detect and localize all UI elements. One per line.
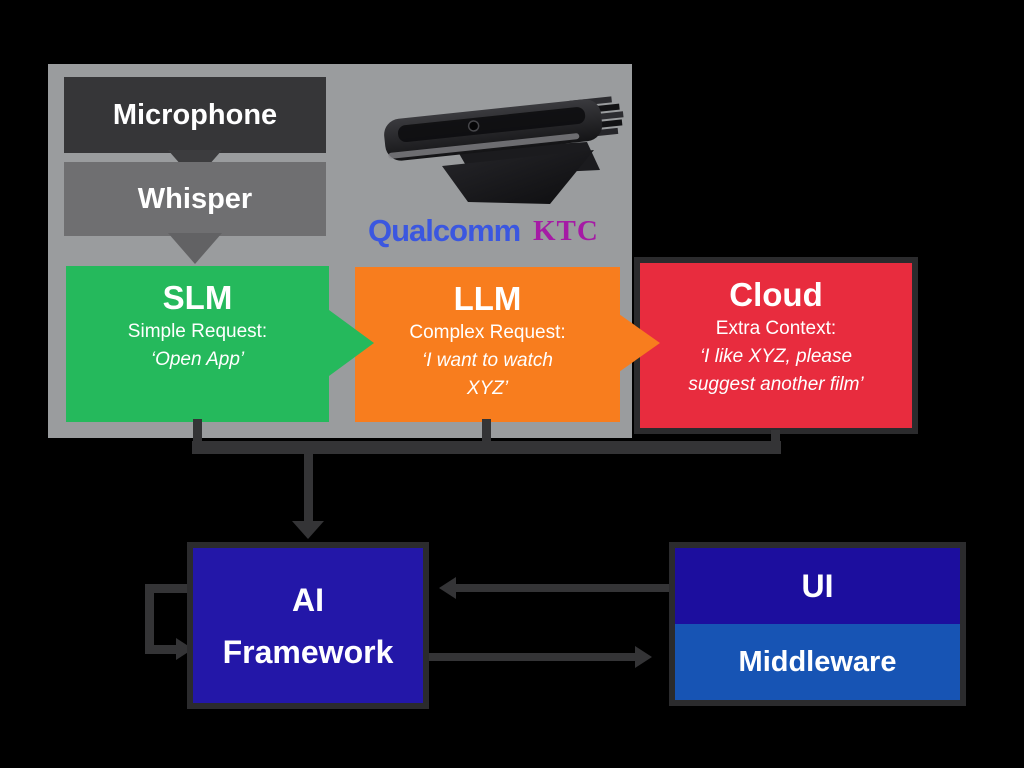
ai-framework-line2: Framework (222, 633, 394, 670)
slm-title: SLM (162, 279, 233, 316)
connector-ui-to-framework (455, 584, 676, 592)
middleware-label: Middleware (738, 645, 897, 678)
arrow-right-icon (635, 646, 652, 668)
cloud-quote-line1: ‘I like XYZ, please (699, 346, 853, 367)
framework-self-loop-bottom (145, 645, 178, 654)
framework-self-loop-top (145, 584, 194, 593)
arrow-down-icon (292, 521, 324, 539)
whisper-box: Whisper (64, 162, 326, 236)
ui-label: UI (801, 567, 834, 604)
llm-subtitle: Complex Request: (409, 322, 566, 343)
llm-box: LLM Complex Request: ‘I want to watch XY… (355, 267, 620, 422)
connector-bus-line (192, 441, 781, 454)
connector-llm-to-bus (482, 419, 491, 443)
slm-subtitle: Simple Request: (127, 321, 268, 342)
ui-box: UI (675, 548, 960, 624)
ui-middleware-stack: UI Middleware (669, 542, 966, 706)
slm-box: SLM Simple Request: ‘Open App’ (66, 266, 329, 422)
cloud-subtitle: Extra Context: (715, 318, 837, 339)
camera-soundbar-device-image (384, 96, 624, 204)
whisper-label: Whisper (137, 182, 253, 215)
connector-slm-to-bus (193, 419, 202, 443)
arrow-right-icon (329, 310, 374, 376)
arrow-down-icon (168, 233, 222, 264)
ktc-logo: KTC (533, 215, 599, 247)
cloud-title: Cloud (729, 276, 823, 313)
cloud-quote-line2: suggest another film’ (688, 374, 864, 395)
connector-framework-to-middleware (420, 653, 636, 661)
llm-quote-line1: ‘I want to watch (422, 350, 553, 371)
qualcomm-logo: Qualcomm (368, 213, 521, 248)
framework-self-loop-side (145, 584, 154, 654)
arrow-right-icon (619, 314, 660, 372)
llm-quote-line2: XYZ’ (466, 378, 509, 399)
arrow-left-icon (439, 577, 456, 599)
connector-bus-to-framework (304, 452, 313, 522)
ai-framework-box: AI Framework (187, 542, 429, 709)
ai-framework-line1: AI (292, 581, 324, 618)
microphone-box: Microphone (64, 77, 326, 153)
microphone-label: Microphone (112, 98, 278, 131)
middleware-box: Middleware (675, 624, 960, 700)
llm-title: LLM (453, 280, 522, 317)
slm-quote: ‘Open App’ (150, 349, 245, 370)
cloud-box: Cloud Extra Context: ‘I like XYZ, please… (634, 257, 918, 434)
connector-cloud-to-bus (771, 430, 780, 443)
